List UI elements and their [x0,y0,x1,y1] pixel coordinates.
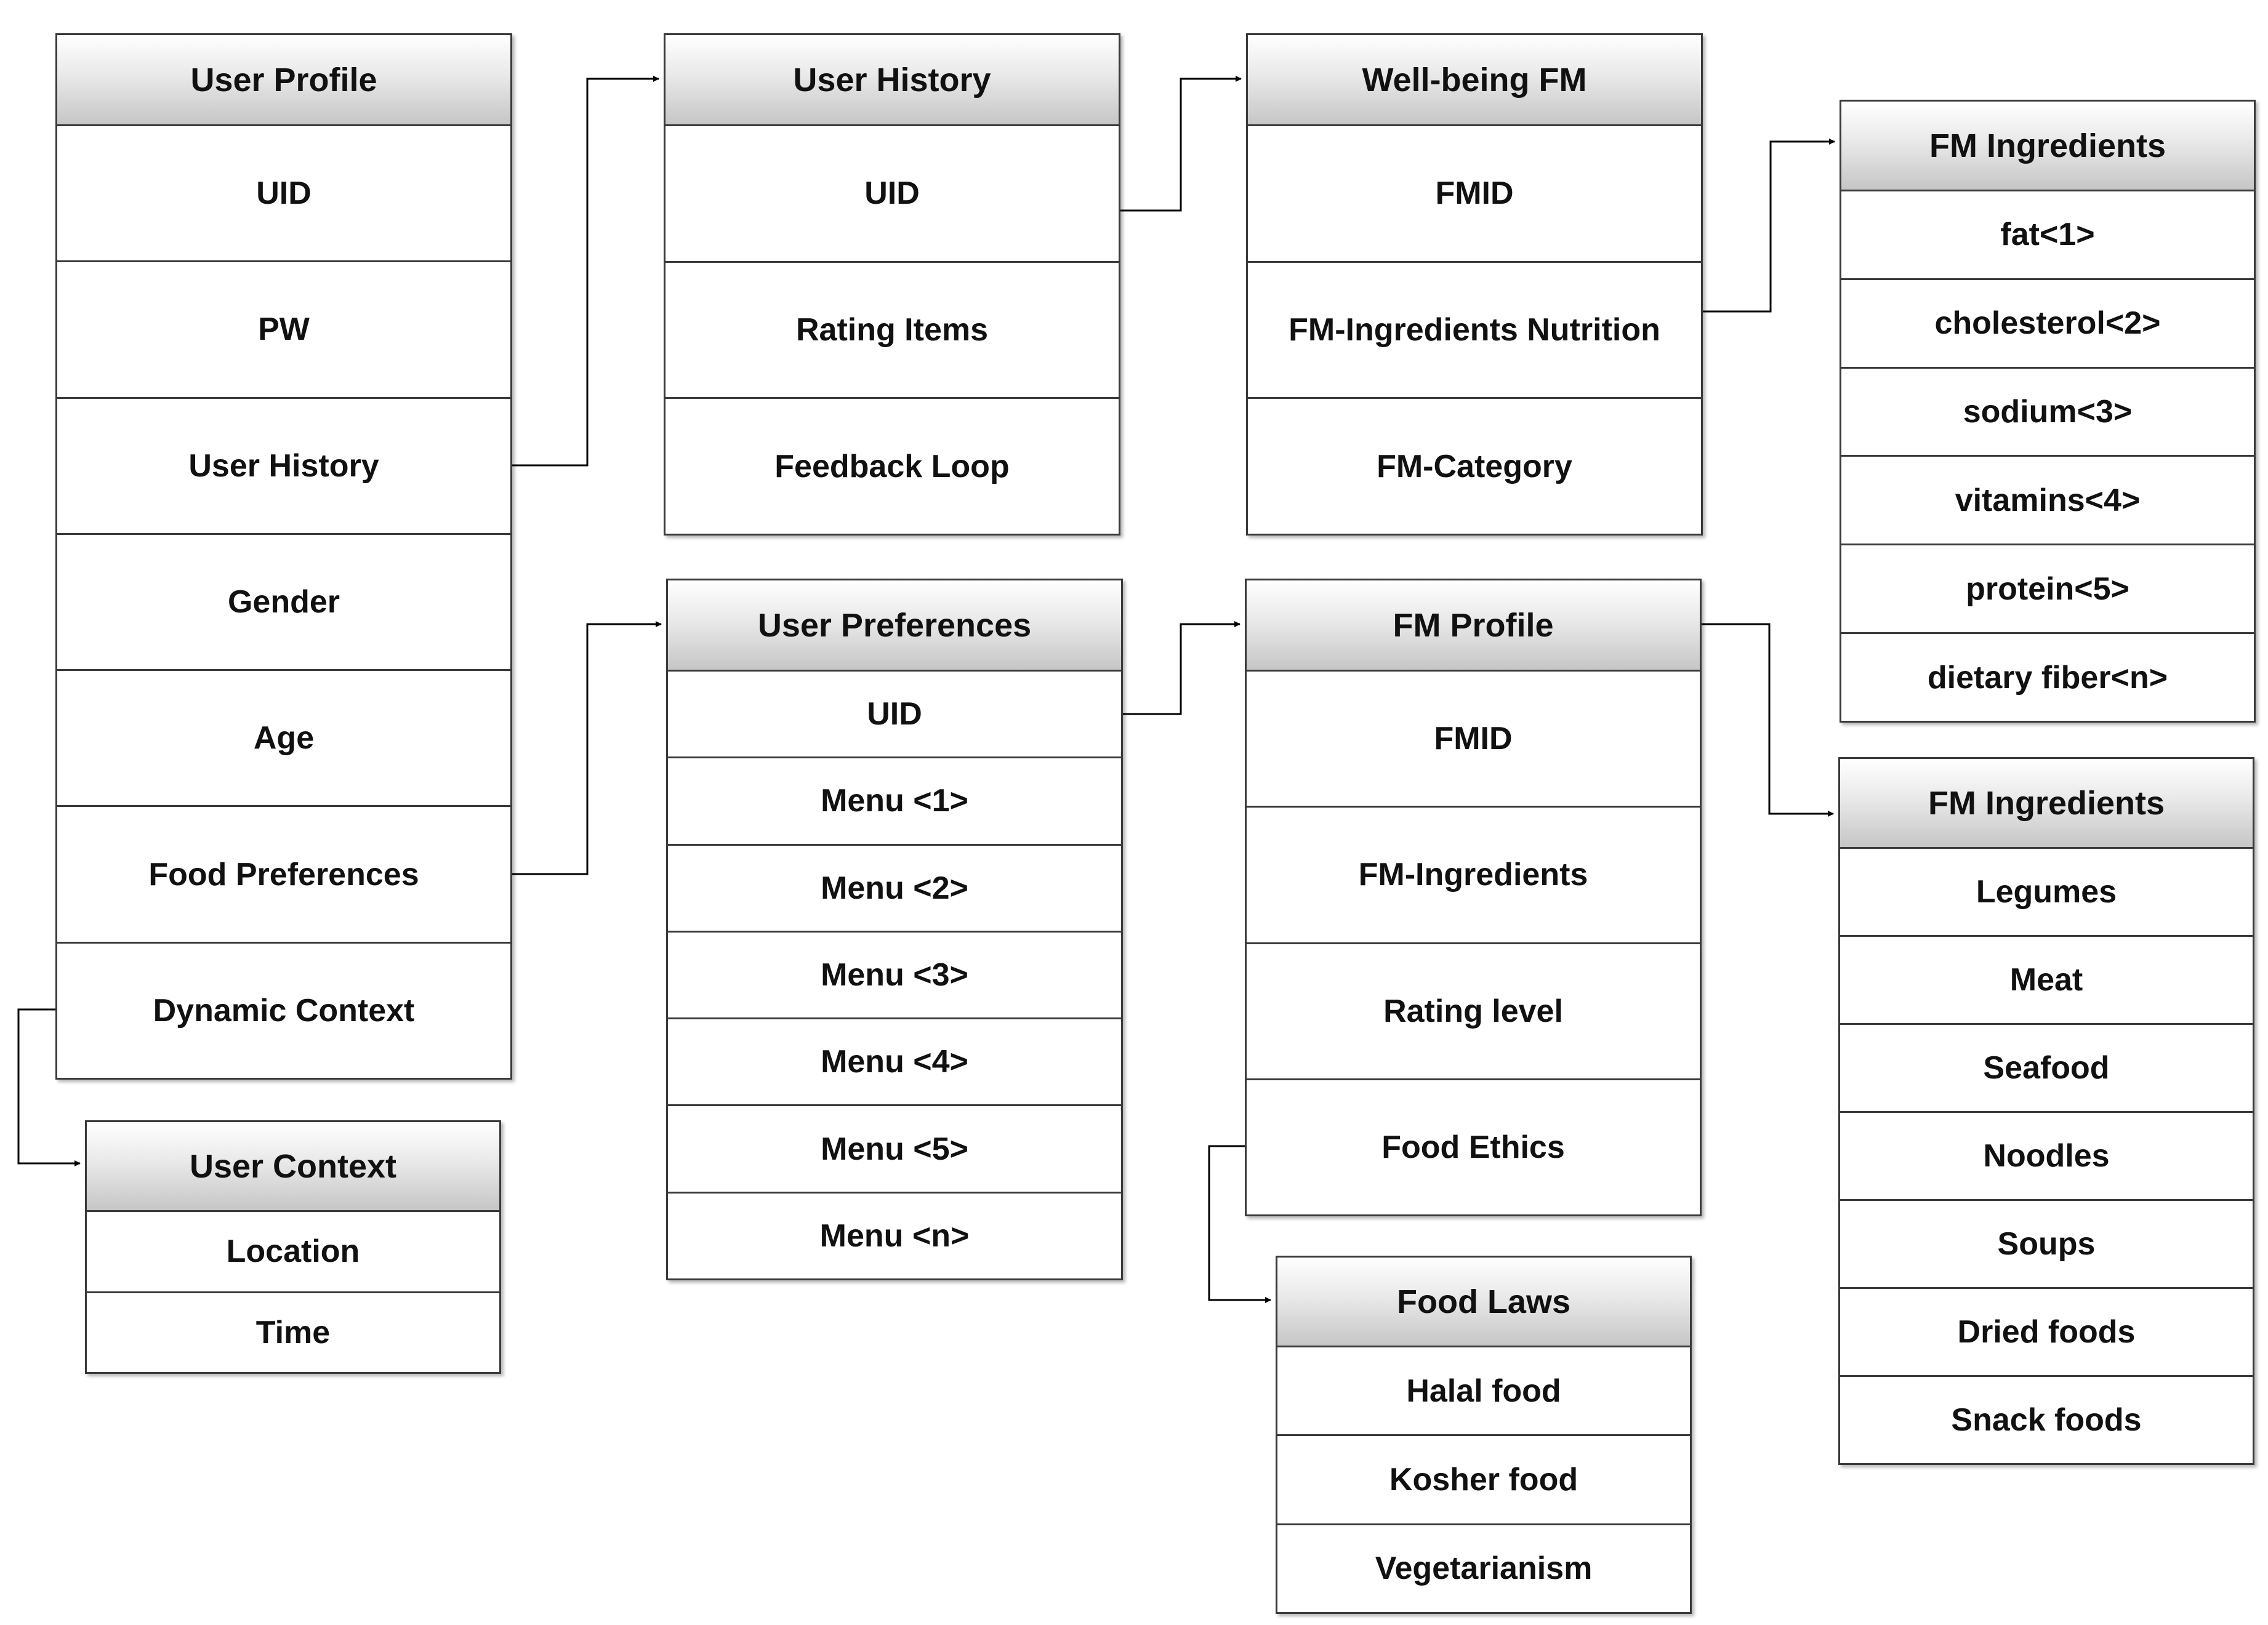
user-context-header: User Context [87,1122,499,1212]
user-profile-row-food-preferences: Food Preferences [57,805,510,941]
food-row-snack-foods: Snack foods [1840,1375,2253,1463]
food-row-soups: Soups [1840,1199,2253,1287]
user-profile-table: User Profile UID PW User History Gender … [55,33,512,1080]
connector-fm-profile-to-ingredients-arrow [1702,623,1834,817]
user-context-table: User Context Location Time [85,1120,501,1374]
nutrient-row-vitamins: vitamins<4> [1841,455,2254,544]
user-history-table: User History UID Rating Items Feedback L… [664,33,1120,536]
user-history-header: User History [666,35,1119,126]
fm-ingredients-nutrients-table: FM Ingredients fat<1> cholesterol<2> sod… [1840,100,2256,723]
nutrient-row-fat: fat<1> [2000,217,2095,253]
user-preferences-header: User Preferences [668,580,1121,672]
connector-history-to-wellbeing-arrow [1120,76,1242,212]
connector-preferences-to-fm-profile-arrow [1123,621,1241,715]
connector-context-arrow [17,1008,81,1166]
user-preferences-row-menu-1: Menu <1> [668,756,1121,843]
food-laws-row-vegetarianism: Vegetarianism [1277,1523,1690,1612]
user-context-row-time: Time [87,1291,499,1373]
food-row-seafood: Seafood [1840,1023,2253,1111]
food-row-noodles: Noodles [1840,1111,2253,1199]
wellbeing-fm-row-category: FM-Category [1248,397,1701,534]
nutrient-row-dietary-fiber: dietary fiber<n> [1841,632,2254,721]
food-laws-header: Food Laws [1277,1258,1690,1347]
user-preferences-row-uid: UID [867,696,922,732]
wellbeing-fm-row-ingredients-nutrition: FM-Ingredients Nutrition [1248,260,1701,398]
user-preferences-row-menu-3: Menu <3> [668,930,1121,1017]
fm-profile-row-food-ethics: Food Ethics [1247,1078,1700,1214]
connector-preferences-arrow [512,621,662,875]
fm-profile-table: FM Profile FMID FM-Ingredients Rating le… [1245,579,1702,1216]
user-profile-row-pw: PW [57,260,510,396]
fm-profile-header: FM Profile [1247,580,1700,672]
user-profile-row-uid: UID [256,175,312,212]
wellbeing-fm-header: Well-being FM [1248,35,1701,126]
fm-ingredients-foods-table: FM Ingredients Legumes Meat Seafood Nood… [1838,757,2254,1465]
fm-profile-row-rating-level: Rating level [1247,942,1700,1078]
nutrient-row-protein: protein<5> [1841,544,2254,632]
food-row-dried-foods: Dried foods [1840,1287,2253,1375]
user-preferences-row-menu-4: Menu <4> [668,1017,1121,1104]
connector-food-ethics-to-laws-arrow [1208,1145,1271,1303]
user-preferences-row-menu-5: Menu <5> [668,1104,1121,1191]
fm-profile-row-ingredients: FM-Ingredients [1247,806,1700,942]
food-row-meat: Meat [1840,935,2253,1023]
food-laws-row-halal: Halal food [1406,1373,1561,1409]
food-laws-table: Food Laws Halal food Kosher food Vegetar… [1276,1256,1692,1614]
user-preferences-row-menu-2: Menu <2> [668,843,1121,931]
wellbeing-fm-row-fmid: FMID [1435,175,1514,212]
connector-nutrition-to-ingredients-arrow [1703,138,1835,313]
fm-ingredients-foods-header: FM Ingredients [1840,759,2253,849]
connector-history-arrow [512,76,659,467]
wellbeing-fm-table: Well-being FM FMID FM-Ingredients Nutrit… [1246,33,1703,536]
user-context-row-location: Location [226,1234,360,1270]
food-row-legumes: Legumes [1976,874,2117,910]
user-profile-row-gender: Gender [57,532,510,669]
user-profile-row-user-history: User History [57,396,510,533]
user-profile-row-dynamic-context: Dynamic Context [57,941,510,1078]
fm-ingredients-nutrients-header: FM Ingredients [1841,102,2254,191]
food-laws-row-kosher: Kosher food [1277,1434,1690,1523]
user-history-row-uid: UID [864,175,920,212]
nutrient-row-sodium: sodium<3> [1841,366,2254,455]
fm-profile-row-fmid: FMID [1434,721,1513,757]
user-profile-header: User Profile [57,35,510,126]
nutrient-row-cholesterol: cholesterol<2> [1841,278,2254,367]
user-profile-row-age: Age [57,669,510,805]
user-history-row-feedback-loop: Feedback Loop [666,397,1119,534]
user-preferences-table: User Preferences UID Menu <1> Menu <2> M… [666,579,1123,1280]
user-history-row-rating-items: Rating Items [666,260,1119,398]
user-preferences-row-menu-n: Menu <n> [668,1191,1121,1278]
